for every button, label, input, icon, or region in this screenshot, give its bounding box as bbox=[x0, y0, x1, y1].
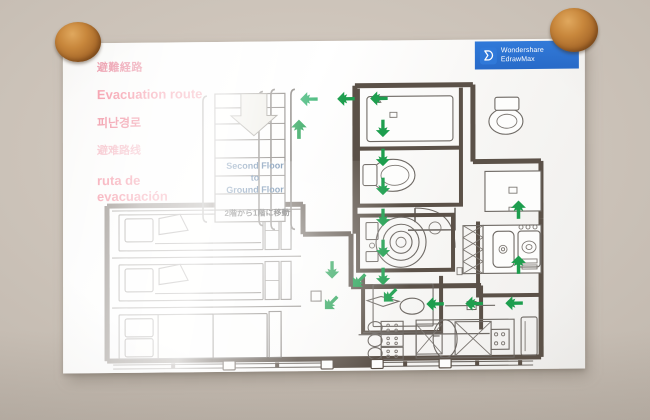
arrow-bottom-left-2 bbox=[345, 267, 373, 295]
arrow-up-4 bbox=[373, 207, 393, 227]
watermark-line1: Wondershare bbox=[500, 46, 544, 55]
evacuation-arrow-layer bbox=[63, 38, 585, 373]
wall-knob-left bbox=[55, 22, 101, 62]
arrow-bottom-left-1 bbox=[317, 289, 345, 317]
arrow-up-3 bbox=[373, 176, 393, 196]
arrow-top-1 bbox=[299, 89, 319, 109]
arrow-up-5 bbox=[373, 238, 393, 258]
arrow-right-down-2 bbox=[508, 254, 529, 275]
arrow-up-2 bbox=[373, 147, 393, 167]
arrow-top-2 bbox=[336, 89, 356, 109]
arrow-up-1 bbox=[373, 118, 393, 138]
arrow-left-3 bbox=[504, 293, 524, 313]
edrawmax-logo-icon bbox=[479, 46, 497, 64]
arrow-mid-up-1 bbox=[322, 260, 342, 280]
arrow-stair-down bbox=[288, 118, 310, 140]
wall-knob-right bbox=[550, 8, 598, 52]
wondershare-watermark: Wondershare EdrawMax bbox=[474, 40, 579, 70]
arrow-top-3 bbox=[369, 88, 389, 108]
arrow-left-2 bbox=[464, 293, 484, 313]
arrow-right-down-1 bbox=[507, 199, 528, 220]
evacuation-route-poster: .w { fill:none; stroke:#5b5148; stroke-w… bbox=[62, 38, 586, 374]
arrow-left-1 bbox=[425, 294, 445, 314]
watermark-text: Wondershare EdrawMax bbox=[501, 46, 544, 64]
watermark-line2: EdrawMax bbox=[500, 55, 535, 64]
